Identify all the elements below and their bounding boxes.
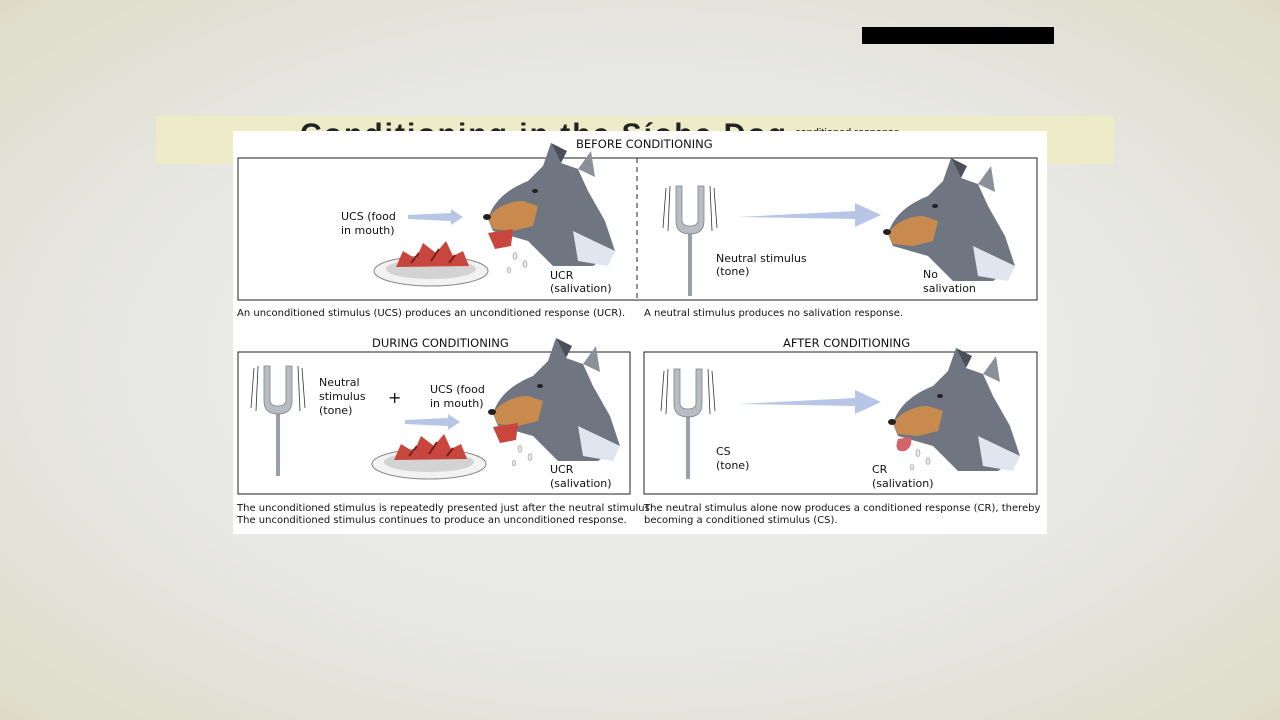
- caption-during-line2: The unconditioned stimulus continues to …: [236, 515, 627, 526]
- panel-during: [237, 351, 631, 495]
- label-neutral-tone: (tone): [716, 265, 749, 278]
- tuning-fork-2: [250, 365, 306, 477]
- food-plate-2: [371, 433, 487, 480]
- slide-title: Conditioning in the Síobe Dog: [300, 120, 920, 132]
- label-ucs-food: UCS (food: [341, 210, 396, 223]
- dog-no-salivation: [883, 158, 1015, 281]
- label-stimulus: stimulus: [319, 390, 366, 403]
- label-ucr: UCR: [550, 269, 574, 282]
- food-plate-1: [373, 240, 489, 287]
- label-cs: CS: [716, 445, 731, 458]
- saliva-drops-3: [909, 449, 931, 471]
- label-no: No: [923, 268, 938, 281]
- label-tone: (tone): [319, 404, 352, 417]
- classical-conditioning-figure: BEFORE CONDITIONING UCS (food in mouth) …: [233, 131, 1047, 534]
- saliva-drops-2: [511, 445, 533, 467]
- caption-after-line1: The neutral stimulus alone now produces …: [643, 503, 1041, 514]
- header-before-conditioning: BEFORE CONDITIONING: [576, 137, 713, 151]
- arrow-tone-2: [738, 390, 881, 414]
- label-cs-tone: (tone): [716, 459, 749, 472]
- label-cr: CR: [872, 463, 888, 476]
- tuning-fork-3: [660, 368, 716, 480]
- redaction-bar: [862, 27, 1054, 44]
- label-ucs-food-2-line2: in mouth): [430, 397, 484, 410]
- caption-before-right: A neutral stimulus produces no salivatio…: [644, 308, 903, 319]
- dog-conditioned: [888, 348, 1020, 471]
- label-ucr-2-line2: (salivation): [550, 477, 612, 490]
- caption-during-line1: The unconditioned stimulus is repeatedly…: [236, 503, 653, 514]
- label-neutral: Neutral: [319, 376, 360, 389]
- caption-after-line2: becoming a conditioned stimulus (CS).: [644, 515, 838, 526]
- dog-salivating-1: [483, 143, 615, 266]
- label-salivation: salivation: [923, 282, 976, 295]
- dog-salivating-2: [488, 338, 620, 461]
- arrow-tone-1: [738, 203, 881, 227]
- label-ucr-2: UCR: [550, 463, 574, 476]
- label-neutral-stimulus: Neutral stimulus: [716, 252, 807, 265]
- label-ucs-food-line2: in mouth): [341, 224, 395, 237]
- arrow-ucs-1: [408, 209, 463, 225]
- tuning-fork-1: [662, 185, 718, 297]
- figure-svg: BEFORE CONDITIONING UCS (food in mouth) …: [236, 137, 1041, 526]
- label-ucs-food-2: UCS (food: [430, 383, 485, 396]
- header-after-conditioning: AFTER CONDITIONING: [783, 336, 910, 350]
- arrow-ucs-2: [405, 414, 460, 430]
- label-ucr-line2: (salivation): [550, 282, 612, 295]
- saliva-drops-1: [506, 252, 528, 274]
- label-cr-line2: (salivation): [872, 477, 934, 490]
- header-during-conditioning: DURING CONDITIONING: [372, 336, 509, 350]
- caption-before-left: An unconditioned stimulus (UCS) produces…: [237, 308, 625, 319]
- plus-sign: +: [388, 388, 401, 407]
- panel-after: [643, 351, 1038, 495]
